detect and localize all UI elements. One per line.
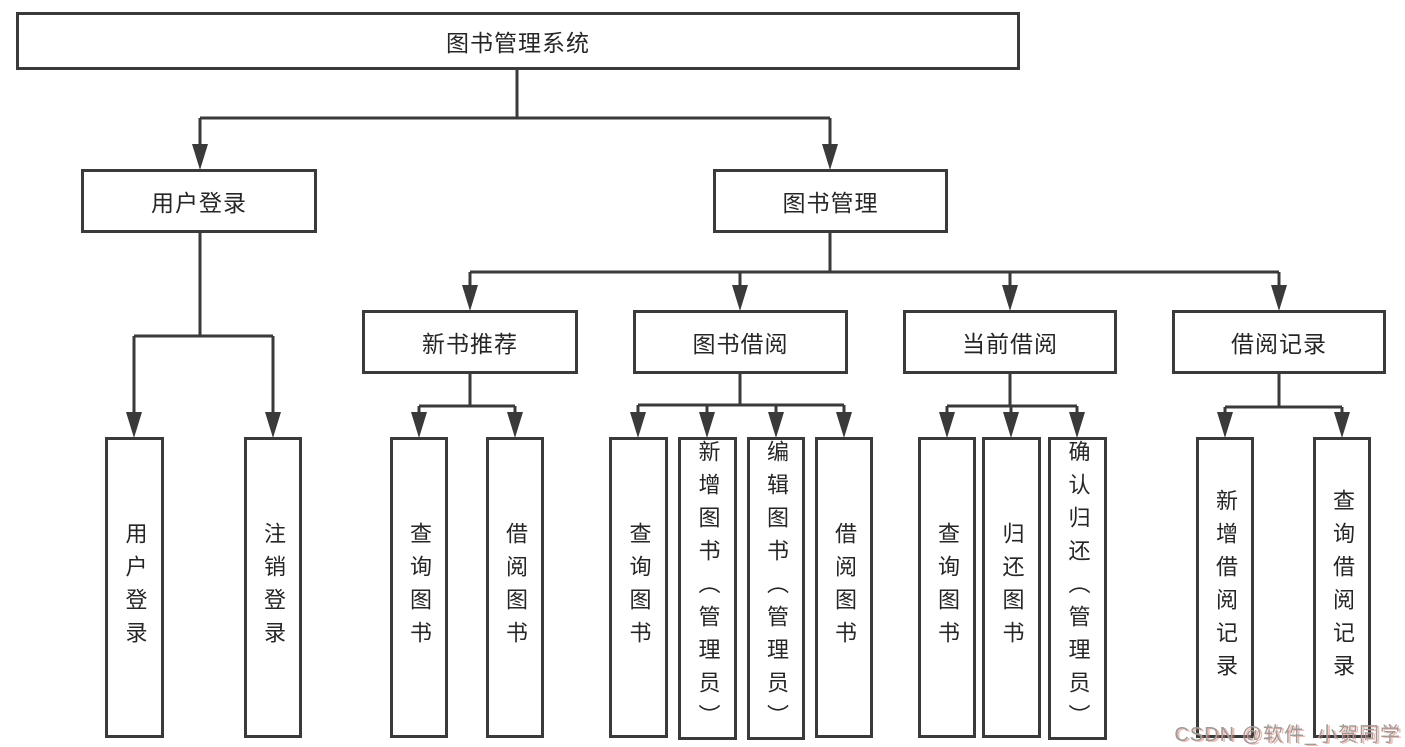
leaf-query-books-borrowing: 查询图书 xyxy=(609,437,668,738)
connector-new-book-recommend-to-leaves xyxy=(411,374,523,438)
leaf-logout: 注销登录 xyxy=(244,437,302,738)
leaf-borrow-books-recommend: 借阅图书 xyxy=(486,437,544,738)
leaf-edit-books-admin: 编辑图书（管理员） xyxy=(747,437,805,740)
connector-root-to-level1 xyxy=(192,70,838,170)
node-new-book-recommend: 新书推荐 xyxy=(362,310,578,374)
leaf-user-login: 用户登录 xyxy=(105,437,164,738)
leaf-query-borrow-record: 查询借阅记录 xyxy=(1313,437,1371,738)
leaf-confirm-return-admin: 确认归还（管理员） xyxy=(1048,437,1107,740)
node-book-borrowing: 图书借阅 xyxy=(633,310,848,374)
connector-user-login-to-leaves xyxy=(126,233,281,438)
node-borrowing-records: 借阅记录 xyxy=(1172,310,1386,374)
leaf-return-books: 归还图书 xyxy=(982,437,1041,738)
connector-current-borrowing-to-leaves xyxy=(939,374,1085,438)
connector-book-management-to-level2 xyxy=(462,233,1287,311)
leaf-borrow-books-borrowing: 借阅图书 xyxy=(815,437,873,738)
leaf-query-books-recommend: 查询图书 xyxy=(390,437,448,738)
leaf-add-books-admin: 新增图书（管理员） xyxy=(678,437,737,740)
leaf-query-books-current: 查询图书 xyxy=(918,437,976,738)
connector-borrowing-records-to-leaves xyxy=(1217,374,1350,438)
connector-book-borrowing-to-leaves xyxy=(630,374,852,438)
csdn-watermark: CSDN @软件_小贺同学 xyxy=(1174,724,1401,746)
node-library-management-system: 图书管理系统 xyxy=(16,12,1020,70)
leaf-add-borrow-record: 新增借阅记录 xyxy=(1196,437,1254,738)
node-book-management: 图书管理 xyxy=(713,169,948,233)
node-user-login: 用户登录 xyxy=(81,169,317,233)
node-current-borrowing: 当前借阅 xyxy=(903,310,1117,374)
